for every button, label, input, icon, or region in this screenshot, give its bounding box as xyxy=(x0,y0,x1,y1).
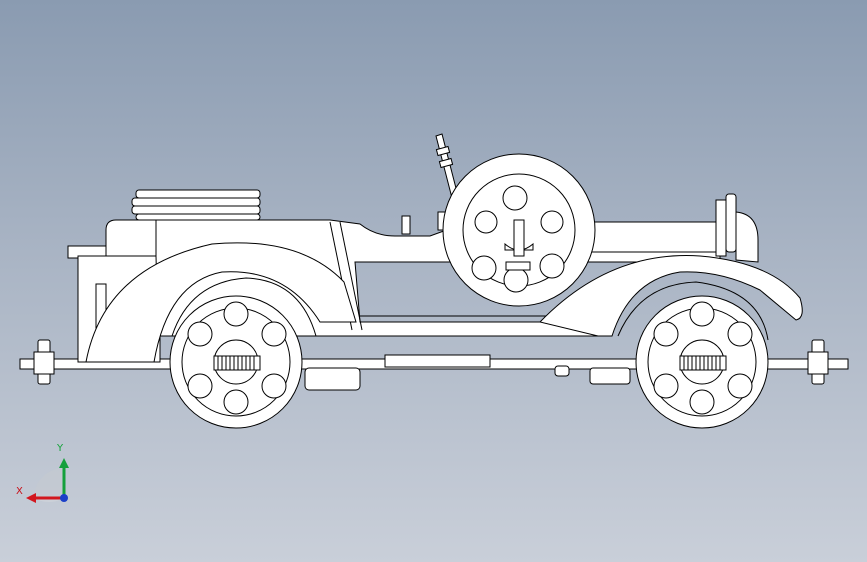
reference-triad: X Y xyxy=(10,440,80,510)
rear-fender xyxy=(85,242,357,363)
windshield-frame xyxy=(435,133,459,199)
triad-x-label: X xyxy=(16,486,23,497)
rear-wheel xyxy=(169,295,303,429)
front-fender xyxy=(539,255,803,341)
steering-wheel xyxy=(442,153,596,307)
spare-tire-stack xyxy=(131,189,261,221)
triad-graphic xyxy=(26,458,69,503)
triad-y-label: Y xyxy=(57,443,64,454)
front-wheel xyxy=(635,295,769,429)
chassis-rail xyxy=(19,339,849,391)
